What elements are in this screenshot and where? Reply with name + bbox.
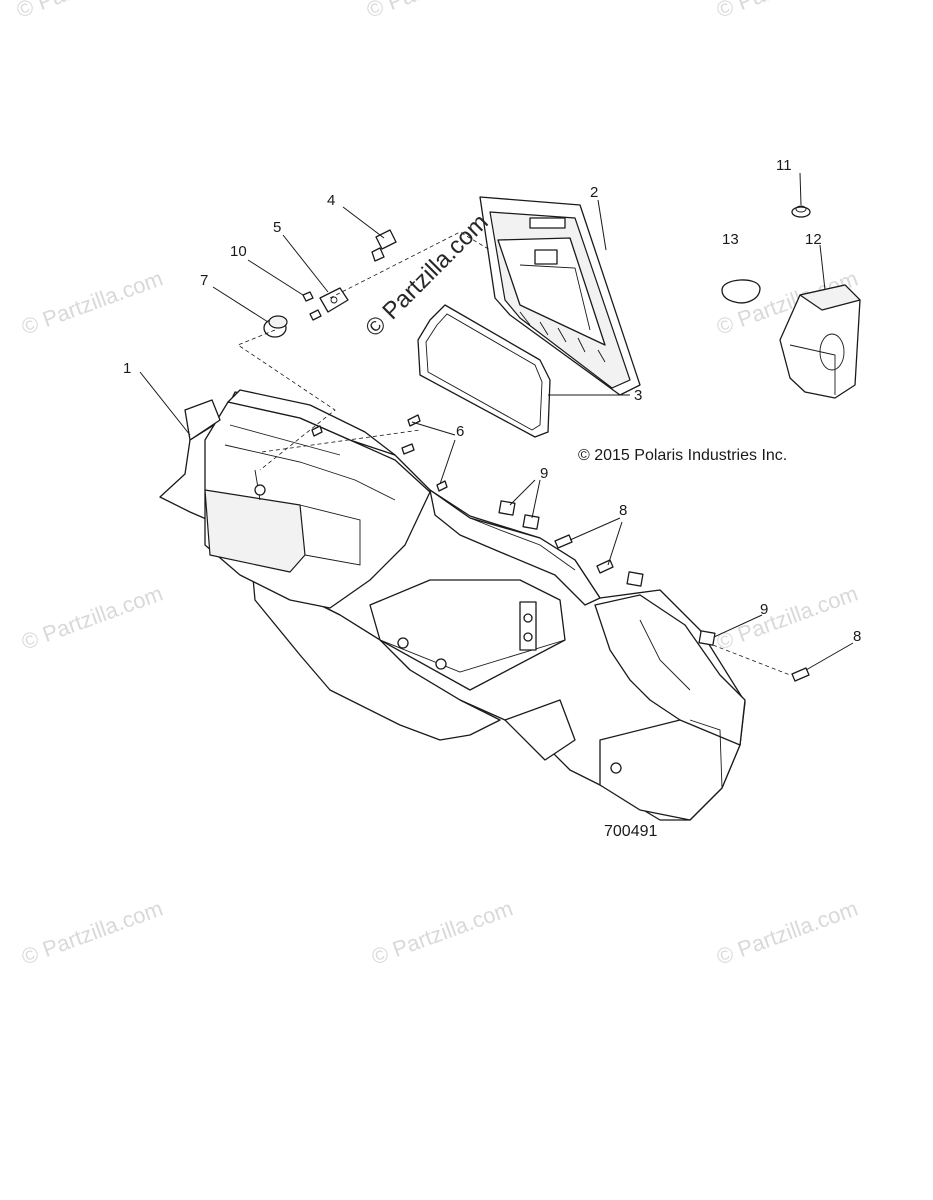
callout-8-upper: 8	[619, 502, 627, 519]
callout-6: 6	[456, 423, 464, 440]
callout-numbers: 1 2 3 4 5 6 7 8 8 9 9 10 11 12 13	[123, 157, 861, 645]
callout-8-lower: 8	[853, 628, 861, 645]
copyright-text: © 2015 Polaris Industries Inc.	[578, 447, 787, 464]
part-5-latch-plate	[319, 287, 349, 313]
callout-1: 1	[123, 360, 131, 377]
figure-number: 700491	[604, 823, 657, 840]
callout-9-upper: 9	[540, 465, 548, 482]
watermark: © Partzilla.com	[713, 896, 861, 970]
callout-5: 5	[273, 219, 281, 236]
leader-lines	[139, 172, 854, 671]
part-11-grommet	[791, 205, 811, 218]
watermark: © Partzilla.com	[18, 266, 166, 340]
part-4-latch-bolt	[371, 229, 397, 262]
assembly-lines	[237, 231, 791, 676]
callout-11: 11	[776, 157, 792, 174]
part-10-screws	[302, 291, 322, 321]
watermark: © Partzilla.com	[363, 0, 511, 23]
part-7-bumper	[263, 315, 288, 338]
callout-13: 13	[722, 231, 739, 248]
watermark: © Partzilla.com	[368, 896, 516, 970]
part-3-door-seal	[417, 304, 551, 438]
callout-2: 2	[590, 184, 598, 201]
callout-10: 10	[230, 243, 247, 260]
callout-12: 12	[805, 231, 822, 248]
watermark: © Partzilla.com	[18, 896, 166, 970]
part-12-cup-holder	[779, 284, 861, 399]
callout-3: 3	[634, 387, 642, 404]
part-6-push-pins	[311, 414, 448, 492]
watermark: © Partzilla.com	[18, 581, 166, 655]
callout-9-lower: 9	[760, 601, 768, 618]
part-13-plug	[721, 279, 761, 304]
watermark: © Partzilla.com	[13, 0, 161, 23]
callout-4: 4	[327, 192, 335, 209]
part-1-dash-panel	[159, 389, 746, 821]
part-9-clips	[498, 500, 716, 646]
watermark: © Partzilla.com	[713, 0, 861, 23]
callout-7: 7	[200, 272, 208, 289]
watermark: © Partzilla.com	[713, 581, 861, 655]
